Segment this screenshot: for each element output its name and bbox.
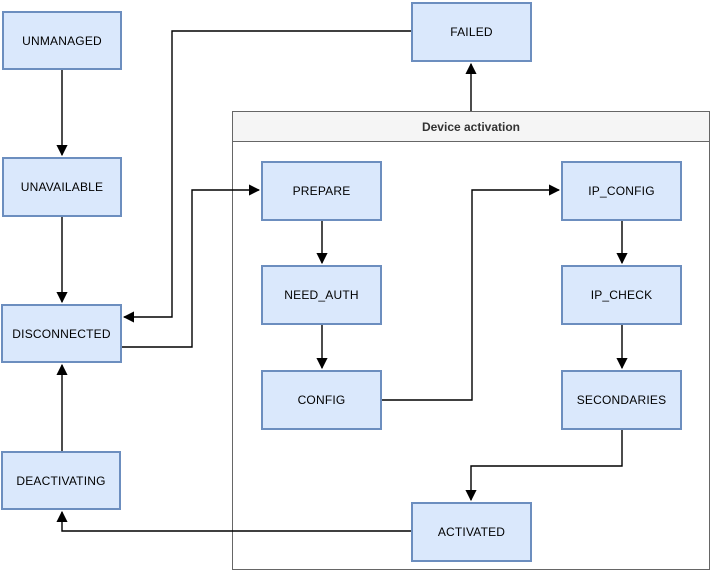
device-activation-header: Device activation — [233, 112, 709, 142]
state-label-config: CONFIG — [297, 393, 346, 407]
state-node-secondaries: SECONDARIES — [561, 370, 682, 430]
state-label-disconnected: DISCONNECTED — [12, 326, 111, 341]
state-node-failed: FAILED — [411, 2, 532, 62]
state-node-unmanaged: UNMANAGED — [2, 11, 122, 70]
state-label-failed: FAILED — [450, 25, 493, 39]
state-node-need-auth: NEED_AUTH — [261, 265, 382, 325]
state-label-secondaries: SECONDARIES — [576, 393, 667, 407]
state-label-deactivating: DEACTIVATING — [16, 473, 106, 488]
state-node-unavailable: UNAVAILABLE — [2, 157, 122, 217]
state-label-ip-config: IP_CONFIG — [588, 184, 655, 198]
state-node-deactivating: DEACTIVATING — [1, 451, 121, 510]
state-label-ip-check: IP_CHECK — [590, 288, 653, 302]
state-label-activated: ACTIVATED — [437, 525, 506, 539]
state-label-unmanaged: UNMANAGED — [22, 33, 102, 48]
state-node-config: CONFIG — [261, 370, 382, 430]
state-node-prepare: PREPARE — [261, 161, 382, 221]
state-label-prepare: PREPARE — [292, 184, 351, 198]
state-node-ip-check: IP_CHECK — [561, 265, 682, 325]
state-node-ip-config: IP_CONFIG — [561, 161, 682, 221]
group-title: Device activation — [421, 119, 521, 134]
state-node-disconnected: DISCONNECTED — [1, 304, 122, 363]
state-node-activated: ACTIVATED — [411, 502, 532, 562]
state-label-need-auth: NEED_AUTH — [284, 288, 359, 302]
state-label-unavailable: UNAVAILABLE — [20, 180, 104, 194]
